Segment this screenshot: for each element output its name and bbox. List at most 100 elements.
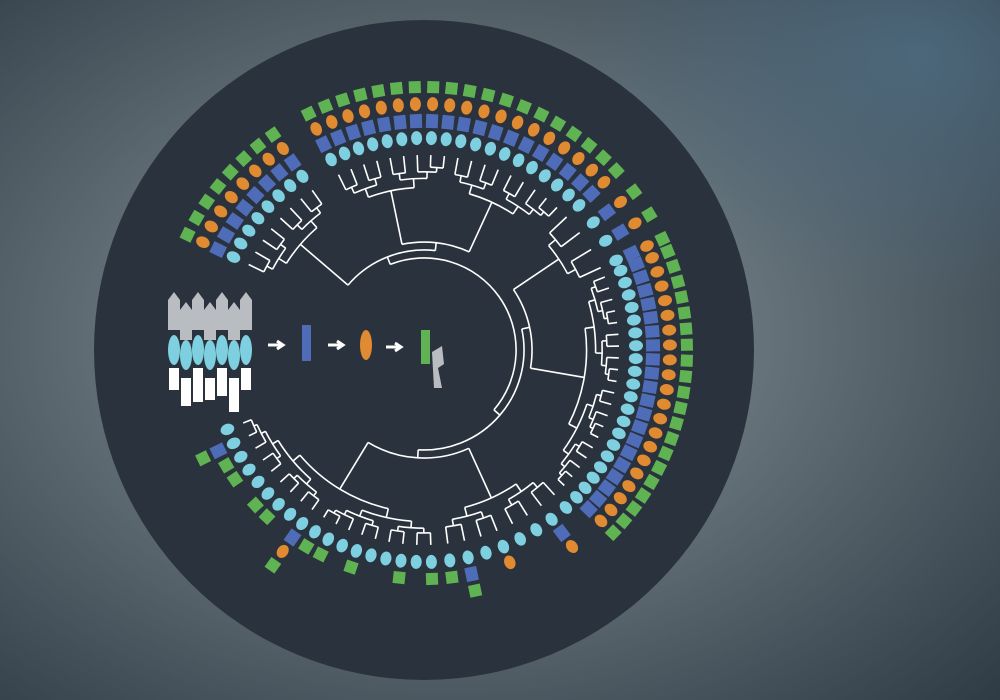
tip-marker-green-rect xyxy=(300,105,317,122)
tip-marker-blue-rect xyxy=(619,444,638,462)
tree-branch xyxy=(388,529,392,542)
tree-branch xyxy=(482,182,487,190)
tree-branch xyxy=(343,510,348,516)
tip-marker-orange-ellipse xyxy=(594,514,608,528)
tree-branch xyxy=(333,509,337,514)
tip-marker-blue-rect xyxy=(644,324,660,339)
tree-branch xyxy=(271,247,287,270)
tree-branch xyxy=(364,188,370,198)
tip-marker-orange-ellipse xyxy=(662,339,677,351)
tree-branch xyxy=(292,219,303,230)
tree-branch xyxy=(279,473,290,483)
tip-marker-orange-ellipse xyxy=(597,175,611,189)
tree-branch xyxy=(410,521,413,528)
tree-branch xyxy=(272,439,279,445)
tip-marker-green-rect xyxy=(226,470,244,488)
tip-marker-cyan-ellipse xyxy=(425,131,437,146)
tip-marker-cyan-ellipse xyxy=(600,450,615,463)
tip-marker-cyan-ellipse xyxy=(322,532,335,546)
tree-branch xyxy=(255,441,267,449)
tip-marker-orange-ellipse xyxy=(585,163,599,177)
tip-marker-green-rect xyxy=(673,400,688,416)
tip-marker-blue-rect xyxy=(225,212,244,230)
tree-branch xyxy=(468,201,493,253)
tip-marker-blue-rect xyxy=(611,223,630,241)
tip-marker-green-rect xyxy=(179,226,196,243)
tree-branch xyxy=(266,265,273,270)
tree-branch xyxy=(479,164,486,182)
tip-marker-orange-ellipse xyxy=(558,141,571,155)
tip-marker-green-rect xyxy=(651,459,668,476)
tree-branch xyxy=(327,509,341,517)
tree-branch xyxy=(276,238,286,251)
gray-shard-icon xyxy=(180,302,192,340)
tree-branch xyxy=(562,449,570,455)
tree-branch xyxy=(606,356,619,359)
tip-marker-cyan-ellipse xyxy=(628,327,643,339)
tree-branch xyxy=(299,243,349,286)
tip-marker-cyan-ellipse xyxy=(396,132,408,147)
tree-branch xyxy=(386,256,392,265)
tip-marker-cyan-ellipse xyxy=(599,234,613,247)
tip-marker-green-rect xyxy=(676,385,691,400)
tip-marker-green-rect xyxy=(580,136,598,154)
tip-marker-green-rect xyxy=(312,546,329,563)
cyan-ellipse-icon xyxy=(204,340,216,370)
gray-shard-icon xyxy=(168,292,180,330)
tree-branch xyxy=(335,515,341,525)
tree-branch xyxy=(597,287,610,293)
tree-branch xyxy=(263,260,271,273)
tree-branch xyxy=(532,481,539,489)
tree-branch xyxy=(248,263,265,273)
tip-marker-green-rect xyxy=(335,92,351,108)
tree-branch xyxy=(460,524,466,541)
tip-marker-blue-rect xyxy=(558,162,577,181)
tree-branch xyxy=(538,197,548,209)
tip-marker-cyan-ellipse xyxy=(336,538,348,553)
tip-marker-cyan-ellipse xyxy=(455,134,467,149)
tip-marker-green-rect xyxy=(462,84,477,98)
tip-marker-orange-ellipse xyxy=(276,141,289,156)
tree-branch xyxy=(589,411,597,428)
white-block-icon xyxy=(181,378,191,406)
tip-marker-orange-ellipse xyxy=(645,252,659,264)
tree-branch xyxy=(323,509,329,518)
tree-branch xyxy=(609,368,619,371)
tree-branch xyxy=(358,509,363,517)
tip-marker-blue-rect xyxy=(456,116,471,133)
tip-marker-cyan-ellipse xyxy=(586,471,600,484)
tree-branch xyxy=(311,189,323,205)
tree-branch xyxy=(402,156,407,173)
tip-marker-cyan-ellipse xyxy=(325,152,337,167)
tip-marker-blue-rect xyxy=(425,113,439,129)
tree-branch xyxy=(581,441,594,449)
tree-branch xyxy=(560,231,581,248)
tree-branch xyxy=(607,379,617,383)
tip-marker-cyan-ellipse xyxy=(444,553,456,568)
tip-marker-cyan-ellipse xyxy=(234,450,248,463)
tip-marker-blue-rect xyxy=(605,467,624,486)
tree-branch xyxy=(398,173,401,181)
tip-marker-green-rect xyxy=(392,570,406,585)
tip-marker-orange-ellipse xyxy=(648,427,663,439)
tip-marker-orange-ellipse xyxy=(622,480,636,493)
green-rect-with-shard-icon xyxy=(421,330,430,364)
tip-marker-orange-ellipse xyxy=(392,98,404,113)
tip-marker-orange-ellipse xyxy=(236,177,250,190)
tip-marker-blue-rect xyxy=(545,152,564,171)
tip-marker-cyan-ellipse xyxy=(272,497,285,511)
pathway-legend xyxy=(168,292,444,412)
tip-marker-green-rect xyxy=(317,98,334,115)
tree-branch xyxy=(560,463,566,468)
tree-branch xyxy=(374,526,380,539)
tree-branch xyxy=(567,268,576,275)
tree-branch xyxy=(412,178,415,188)
tip-marker-green-rect xyxy=(533,106,550,123)
tip-marker-green-rect xyxy=(298,538,315,555)
tree-branch xyxy=(515,483,522,492)
tip-marker-cyan-ellipse xyxy=(570,491,583,504)
tree-branch xyxy=(347,518,355,531)
tip-marker-green-rect xyxy=(625,500,643,517)
tip-marker-cyan-ellipse xyxy=(381,134,393,149)
